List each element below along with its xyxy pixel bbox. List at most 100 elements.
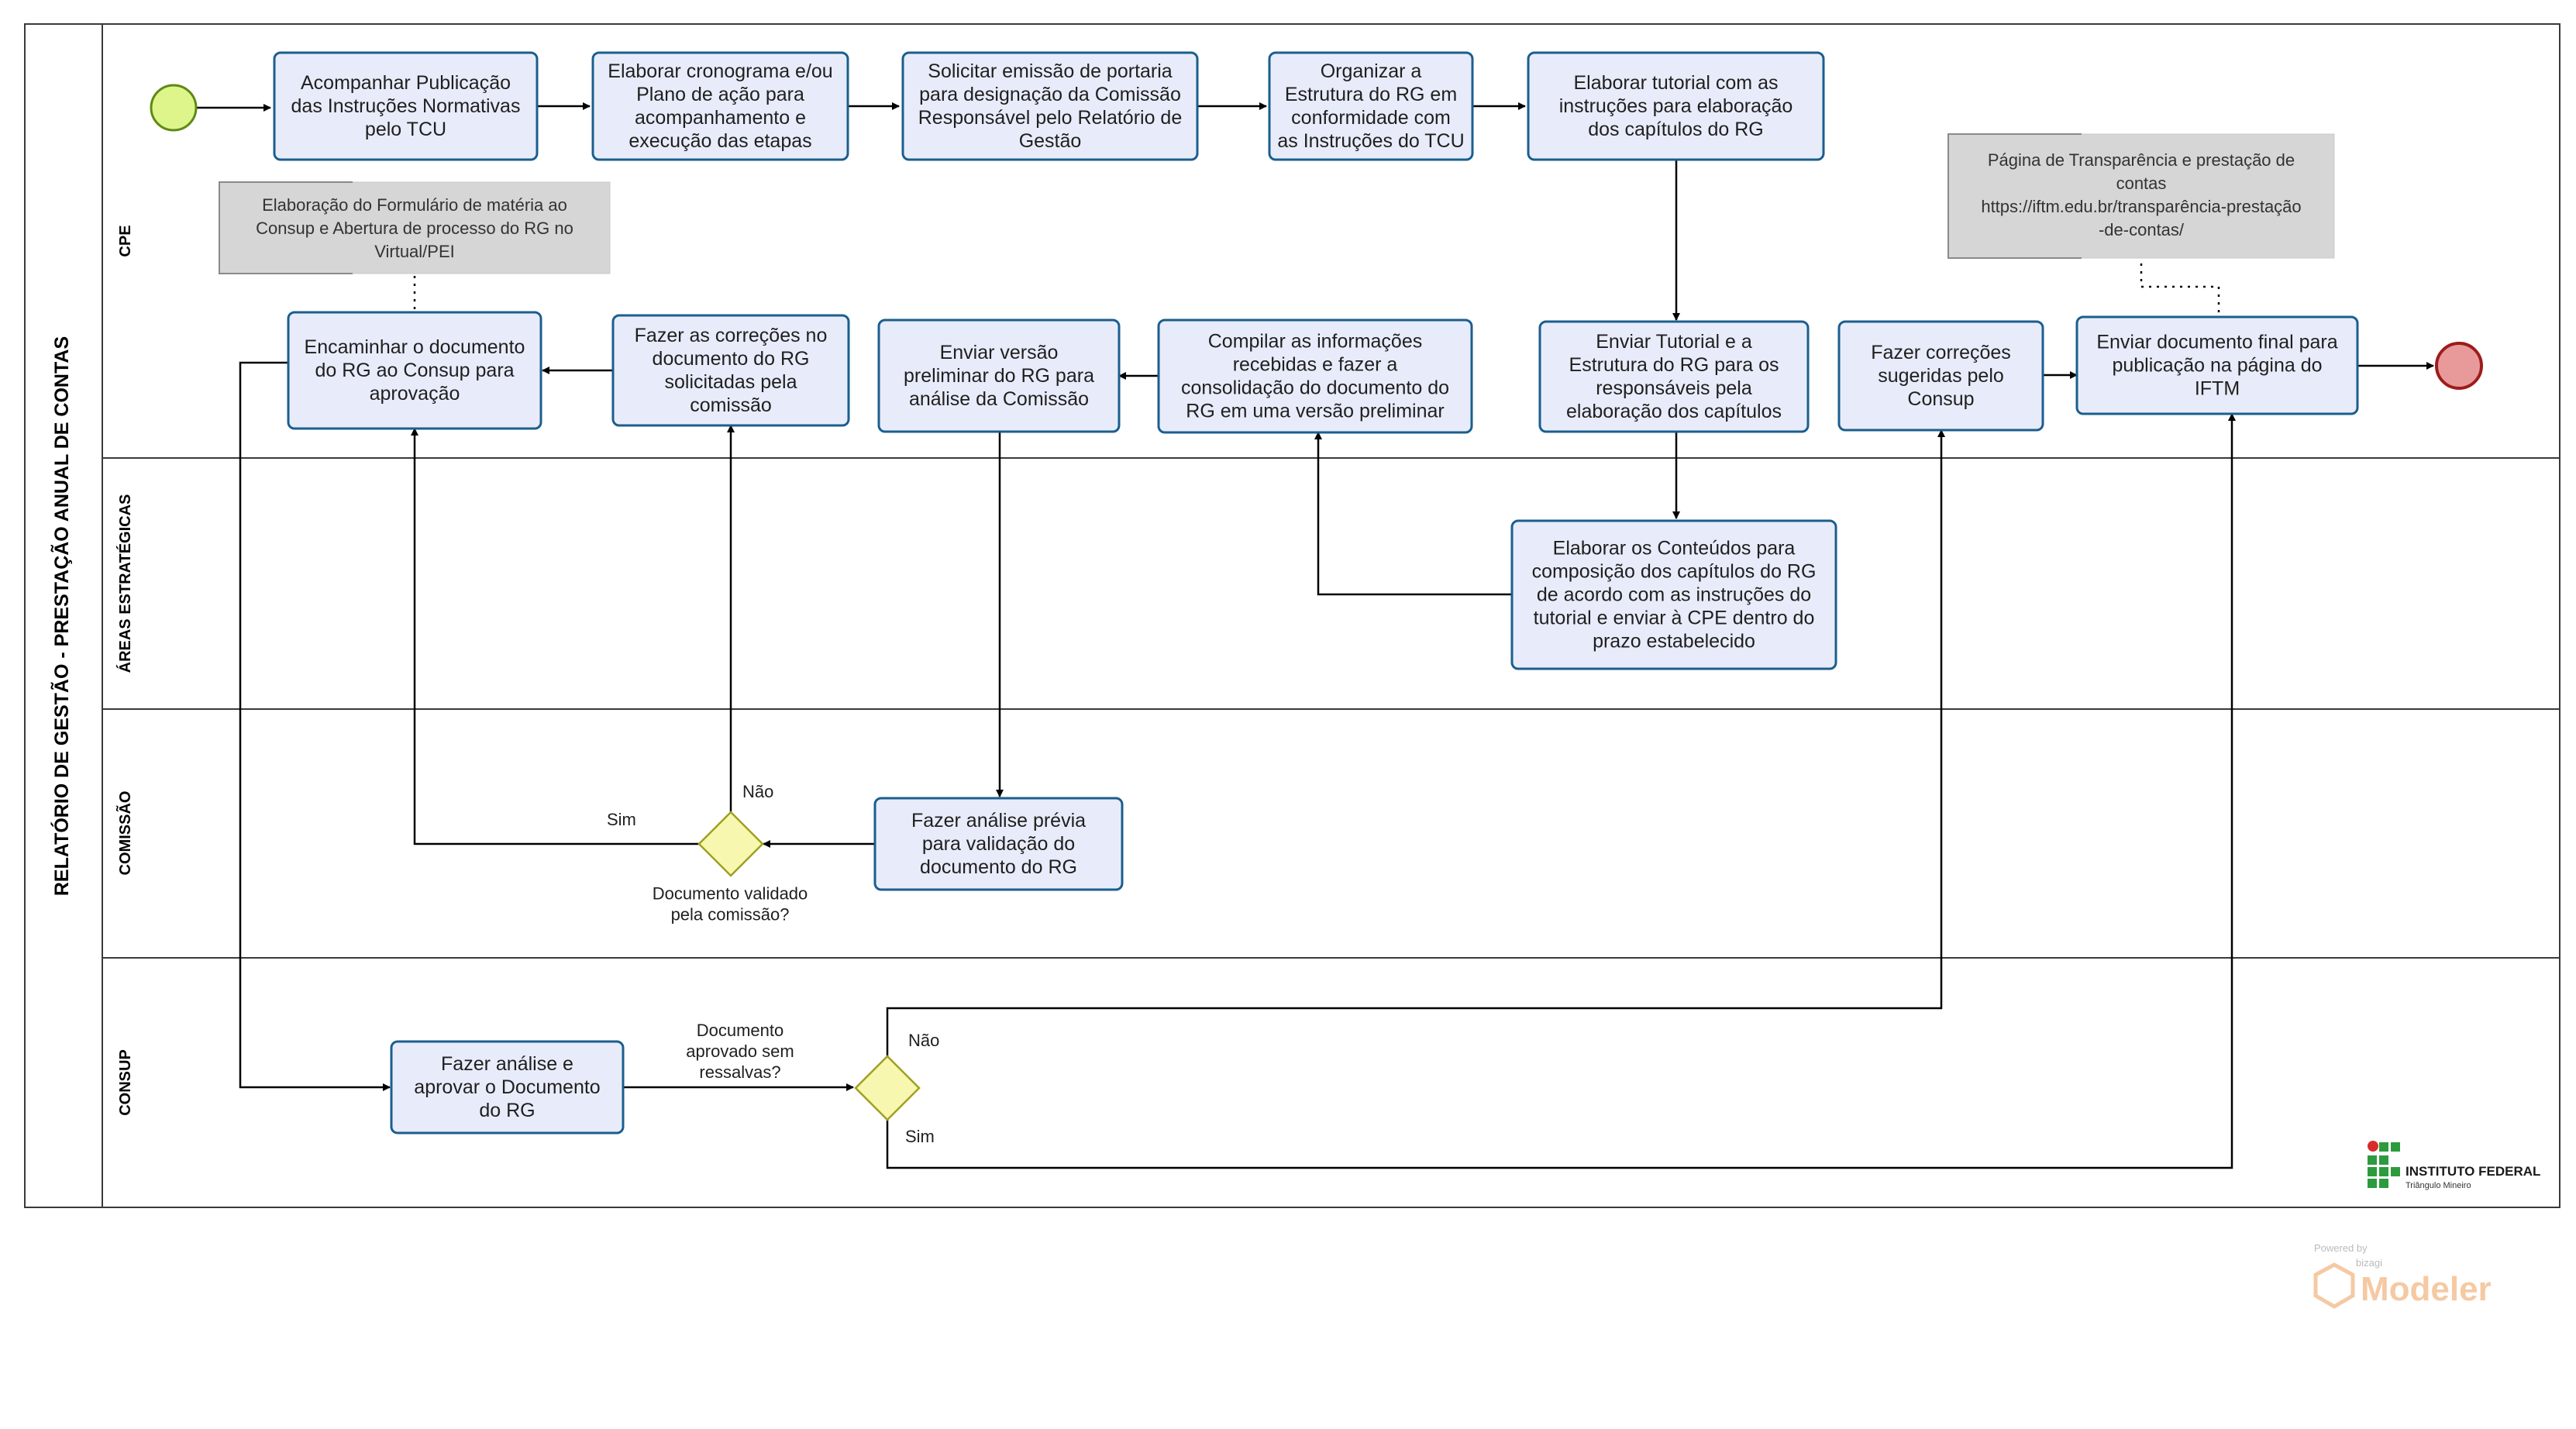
flow-g2-no-to-t14	[886, 429, 1945, 1057]
task-label-line: Fazer as correções no	[635, 325, 828, 346]
task-label-line: tutorial e enviar à CPE dentro do	[1534, 608, 1815, 629]
task-label-line: solicitadas pela	[665, 371, 797, 393]
text-line: Página de Transparência e prestação de	[1988, 150, 2295, 170]
task-box	[611, 314, 850, 427]
task-label-line: consolidação do documento do	[1181, 377, 1449, 399]
task-label-line: pelo TCU	[365, 119, 446, 140]
task-label-line: de acordo com as instruções do	[1537, 584, 1811, 606]
task-label-line: prazo estabelecido	[1593, 631, 1755, 653]
text-line: Documento	[697, 1021, 784, 1040]
task-label-line: Compilar as informações	[1208, 331, 1423, 353]
logo-campus: Triângulo Mineiro	[2406, 1181, 2471, 1190]
gateway-1-yes-label: Sim	[607, 810, 636, 829]
task-label-line: Elaborar tutorial com as	[1573, 72, 1778, 94]
instituto-federal-logo: INSTITUTO FEDERAL Triângulo Mineiro	[2368, 1141, 2540, 1190]
text-line: Consup e Abertura de processo do RG no	[256, 219, 573, 238]
task-label-line: Organizar a	[1321, 60, 1422, 82]
text-line: ressalvas?	[699, 1062, 780, 1082]
task-label-line: para designação da Comissão	[919, 84, 1181, 105]
task-label-line: Enviar versão	[940, 342, 1059, 363]
assoc-a2-to-t15	[2140, 263, 2220, 314]
task-label-line: aprovação	[370, 383, 460, 405]
task-box	[877, 319, 1121, 433]
task-label-line: recebidas e fazer a	[1233, 354, 1398, 376]
task-label-line: Elaborar cronograma e/ou	[608, 60, 832, 82]
connectors	[197, 102, 2434, 1169]
task-label-line: RG em uma versão preliminar	[1186, 401, 1444, 422]
pool-frame	[24, 23, 2561, 1208]
task-box	[901, 51, 1199, 161]
task-label-line: composição dos capítulos do RG	[1532, 561, 1817, 583]
task-label-line: as Instruções do TCU	[1277, 130, 1464, 152]
lane-label-areas: ÁREAS ESTRATÉGICAS	[116, 494, 134, 673]
task-box	[390, 1040, 625, 1135]
end-event	[2435, 342, 2483, 390]
task-box	[2075, 315, 2359, 415]
task-label-line: Acompanhar Publicação	[301, 72, 511, 94]
task-label-line: do RG ao Consup para	[315, 360, 514, 381]
flow-g1-yes-to-t12	[411, 428, 700, 845]
text-line: -de-contas/	[2099, 220, 2185, 239]
task-label-line: Fazer análise prévia	[911, 810, 1086, 832]
task-label-line: das Instruções Normativas	[291, 95, 521, 117]
text-line: Virtual/PEI	[374, 242, 455, 261]
watermark-powered: Powered by	[2314, 1242, 2368, 1254]
annotation-formulario-text: Elaboração do Formulário de matéria ao Co…	[256, 195, 573, 261]
pool: RELATÓRIO DE GESTÃO - PRESTAÇÃO ANUAL DE…	[24, 23, 2561, 1208]
annotation-formulario: Elaboração do Formulário de matéria ao Co…	[219, 181, 611, 274]
text-line: aprovado sem	[686, 1042, 794, 1061]
task-box	[1527, 51, 1825, 161]
task-label-line: Plano de ação para	[636, 84, 804, 105]
task-label-line: Responsável pelo Relatório de	[918, 107, 1183, 129]
task-label-line: Fazer correções	[1871, 342, 2011, 363]
annotation-transparencia: Página de Transparência e prestação deco…	[1947, 133, 2335, 259]
task-box	[273, 51, 539, 161]
flow-t12-to-t13	[239, 361, 391, 1091]
task-label-line: comissão	[690, 394, 772, 416]
task-label-line: responsáveis pela	[1596, 377, 1752, 399]
task-label-line: do RG	[479, 1100, 535, 1121]
annotation-transparencia-text: Página de Transparência e prestação deco…	[1981, 150, 2301, 239]
task-label-line: sugeridas pelo	[1878, 365, 2004, 387]
task-label-line: aprovar o Documento	[414, 1076, 600, 1098]
task-label-line: publicação na página do	[2112, 355, 2322, 377]
logo-name: INSTITUTO FEDERAL	[2406, 1164, 2540, 1179]
task-label-line: IFTM	[2195, 378, 2240, 400]
text-line: Elaboração do Formulário de matéria ao	[262, 195, 567, 215]
task-label-line: documento do RG	[653, 348, 810, 370]
lane-label-cpe: CPE	[117, 225, 134, 257]
task-label-line: Enviar Tutorial e a	[1596, 331, 1752, 353]
start-event	[150, 84, 198, 132]
task-box	[1837, 320, 2044, 432]
task-label-line: Consup	[1907, 388, 1974, 410]
task-label-line: dos capítulos do RG	[1588, 119, 1764, 140]
text-line: https://iftm.edu.br/transparência-presta…	[1981, 197, 2301, 216]
task-label-line: acompanhamento e	[635, 107, 806, 129]
bizagi-watermark: Powered by bizagi Modeler	[2313, 1242, 2492, 1309]
lane-label-comissao: COMISSÃO	[116, 791, 134, 876]
task-label-line: Encaminhar o documento	[305, 336, 525, 358]
task-box	[1510, 519, 1837, 670]
pool-title: RELATÓRIO DE GESTÃO - PRESTAÇÃO ANUAL DE…	[50, 336, 73, 896]
task-label-line: instruções para elaboração	[1559, 95, 1793, 117]
task-label-line: Solicitar emissão de portaria	[928, 60, 1173, 82]
task-box	[873, 797, 1124, 891]
task-label-line: Gestão	[1019, 130, 1082, 152]
gateway-aprovacao	[854, 1055, 921, 1121]
task-box	[1538, 320, 1810, 433]
task-label-line: Elaborar os Conteúdos para	[1553, 538, 1796, 560]
flow-g2-yes-to-t15	[886, 413, 2236, 1169]
gateway-1-no-label: Não	[742, 782, 773, 801]
task-label-line: análise da Comissão	[909, 388, 1089, 410]
